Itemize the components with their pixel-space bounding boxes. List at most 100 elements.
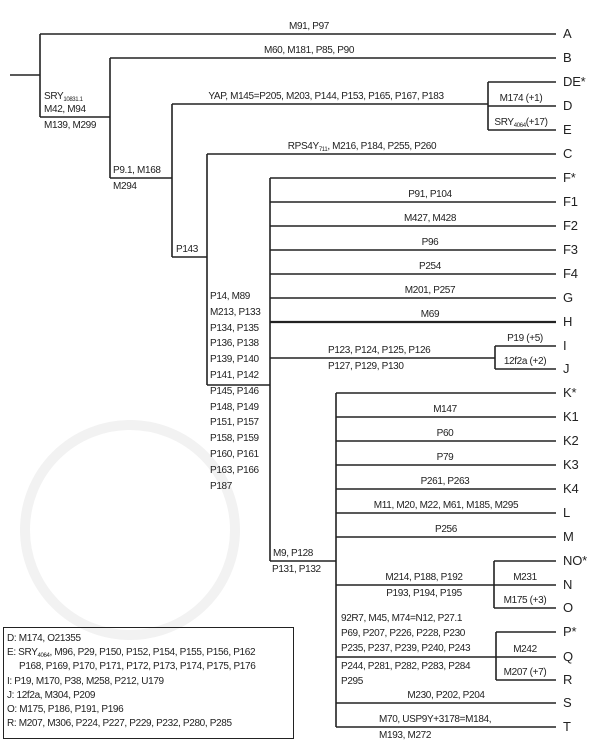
marker-label-P-item: P244, P281, P282, P283, P284 [341, 661, 471, 672]
marker-label-F-item: P158, P159 [210, 433, 259, 445]
leaf-label: NO* [563, 553, 587, 568]
legend-line-I: I: P19, M170, P38, M258, P212, U179 [7, 675, 164, 687]
marker-label-Q: M242 [513, 644, 537, 655]
leaf-label: K4 [563, 481, 579, 496]
marker-subscript: 4064 [513, 123, 526, 129]
leaf-label: K2 [563, 433, 579, 448]
marker-label-P-item: 92R7, M45, M74=N12, P27.1 [341, 613, 463, 624]
marker-label-F-item: P141, P142 [210, 370, 259, 381]
leaf-label: B [563, 50, 572, 65]
leaf-label: K1 [563, 409, 579, 424]
marker-label-A: M91, P97 [288, 21, 330, 32]
leaf-label: S [563, 695, 572, 710]
marker-label-P-item: P235, P237, P239, P240, P243 [341, 643, 471, 654]
marker-label-K2: P60 [436, 428, 454, 439]
leaf-label: J [563, 361, 570, 376]
marker-text: (+17) [525, 117, 548, 128]
marker-label-F-item: P14, M89 [210, 291, 251, 302]
marker-label-G: M201, P257 [404, 285, 456, 296]
leaf-label: N [563, 577, 573, 592]
leaf-label: F4 [563, 266, 578, 281]
marker-label-K4: P261, P263 [420, 476, 470, 487]
legend-box: D: M174, O21355 E: SRY4064, M96, P29, P1… [3, 627, 294, 739]
marker-label-cf-bottom: M294 [113, 181, 137, 192]
marker-label-I: P19 (+5) [507, 333, 543, 344]
marker-label-D: M174 (+1) [499, 93, 543, 104]
marker-label-root-sry: SRY10831.1 [44, 91, 83, 103]
marker-label-F2: M427, M428 [403, 213, 457, 224]
marker-label-F-item: P163, P166 [210, 464, 259, 476]
marker-label-p143: P143 [176, 244, 198, 255]
marker-text: RPS4Y [287, 141, 319, 152]
marker-label-F4: P254 [419, 261, 441, 272]
marker-label-K1: M147 [433, 404, 457, 415]
marker-label-E: SRY4064(+17) [494, 117, 548, 129]
marker-label-F-item: P148, P149 [210, 401, 259, 413]
leaf-label: D [563, 98, 573, 113]
marker-label-P-item: P295 [341, 676, 363, 687]
marker-label-F1: P91, P104 [408, 189, 452, 200]
leaf-label: H [563, 314, 573, 329]
leaf-label: T [563, 719, 571, 734]
legend-subscript: 4064 [37, 653, 50, 660]
leaf-label: F* [563, 170, 576, 185]
marker-label-S: M230, P202, P204 [407, 690, 485, 701]
marker-label-F-item: P151, P157 [210, 417, 259, 429]
leaf-label: F2 [563, 218, 578, 233]
marker-label-IJ-bottom: P127, P129, P130 [328, 361, 404, 372]
leaf-label: DE* [563, 74, 586, 89]
marker-label-K-top: M9, P128 [273, 548, 314, 559]
leaf-label: K* [563, 385, 577, 400]
leaf-label: O [563, 600, 573, 615]
marker-label-N: M231 [513, 572, 537, 583]
leaf-label: A [563, 26, 572, 41]
leaf-label: F1 [563, 194, 578, 209]
leaf-label: L [563, 505, 571, 520]
marker-text: SRY [494, 117, 514, 128]
marker-label-F-item: P160, P161 [210, 449, 259, 460]
marker-label-F-item: P136, P138 [210, 338, 259, 350]
marker-label-IJ-top: P123, P124, P125, P126 [328, 345, 431, 356]
marker-label-M: P256 [435, 524, 457, 535]
marker-label-P-item: P69, P207, P226, P228, P230 [341, 628, 465, 639]
legend-text: , M96, P29, P150, P152, P154, P155, P156… [49, 647, 256, 659]
marker-label-L: M11, M20, M22, M61, M185, M295 [373, 500, 519, 511]
legend-line-E-cont: P168, P169, P170, P171, P172, P173, P174… [19, 661, 256, 673]
leaf-label: G [563, 290, 573, 305]
marker-label-NO-top: M214, P188, P192 [385, 572, 463, 583]
legend-line-J: J: 12f2a, M304, P209 [7, 689, 96, 701]
marker-label-NO-bottom: P193, P194, P195 [386, 588, 462, 599]
leaf-label: F3 [563, 242, 578, 257]
marker-label-F-item: P134, P135 [210, 322, 259, 334]
watermark-circle [20, 420, 240, 640]
leaf-label: E [563, 122, 572, 137]
legend-line-R: R: M207, M306, P224, P227, P229, P232, P… [7, 718, 232, 730]
marker-subscript: 10831.1 [63, 97, 83, 103]
marker-label-B: M60, M181, P85, P90 [263, 45, 355, 56]
marker-label-T-bottom: M193, M272 [379, 730, 432, 741]
marker-subscript: 711 [318, 147, 328, 153]
leaf-label: Q [563, 649, 573, 664]
leaf-label: R [563, 672, 573, 687]
marker-label-F-item: P145, P146 [210, 385, 259, 397]
marker-label-F3: P96 [421, 237, 439, 248]
marker-label-DE: YAP, M145=P205, M203, P144, P153, P165, … [208, 91, 444, 102]
legend-line-D: D: M174, O21355 [7, 633, 81, 644]
marker-text: , M216, P184, P255, P260 [327, 141, 437, 152]
legend-text: E: SRY [7, 647, 38, 659]
marker-label-C: RPS4Y711, M216, P184, P255, P260 [287, 141, 437, 153]
legend-line-E: E: SRY4064, M96, P29, P150, P152, P154, … [7, 646, 290, 660]
marker-label-root-top: M42, M94 [44, 104, 86, 115]
leaf-label: C [563, 146, 573, 161]
marker-label-root-bottom: M139, M299 [44, 120, 97, 131]
marker-label-H: M69 [420, 309, 440, 320]
marker-label-R: M207 (+7) [503, 667, 547, 678]
marker-label-T-top: M70, USP9Y+3178=M184, [379, 714, 492, 725]
marker-label-F-item: P139, P140 [210, 354, 259, 366]
leaf-label: K3 [563, 457, 579, 472]
marker-label-J: 12f2a (+2) [503, 356, 547, 367]
legend-line-O: O: M175, P186, P191, P196 [7, 704, 124, 716]
marker-label-O: M175 (+3) [503, 595, 547, 606]
marker-text: SRY [44, 91, 64, 102]
